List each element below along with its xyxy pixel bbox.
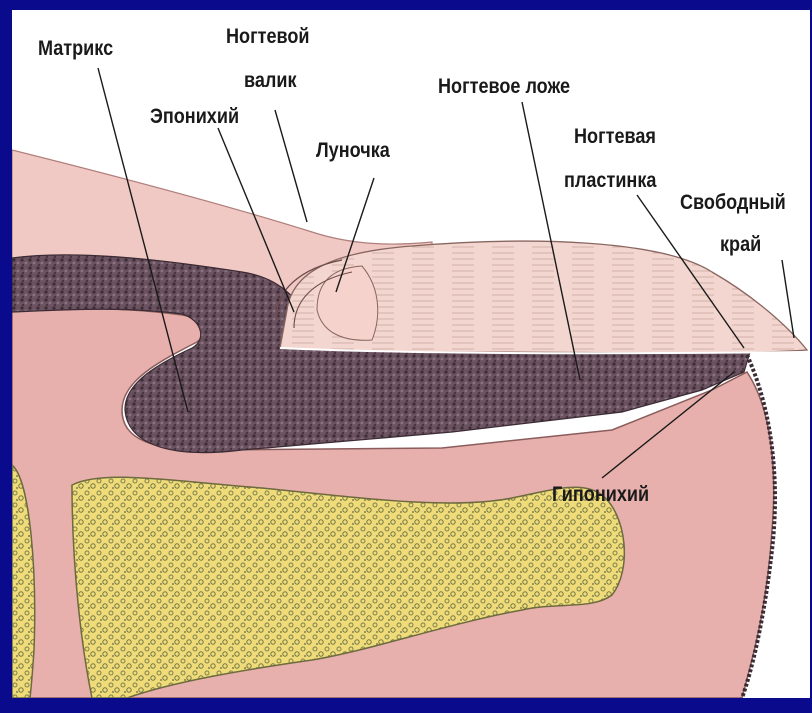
label-nail-plate-line1: Ногтевая <box>574 124 656 150</box>
label-nail-bed: Ногтевое ложе <box>438 74 570 100</box>
label-matrix: Матрикс <box>38 36 113 62</box>
leader-nail-fold <box>275 110 307 222</box>
label-free-edge-line1: Свободный <box>680 190 786 216</box>
label-lunula: Луночка <box>316 138 390 164</box>
label-free-edge-line2: край <box>720 232 761 258</box>
diagram-panel: Матрикс Ногтевой валик Эпонихий Луночка … <box>12 10 810 698</box>
label-nail-plate-line2: пластинка <box>564 168 656 194</box>
label-eponychium: Эпонихий <box>150 104 239 130</box>
label-nail-fold-line1: Ногтевой <box>226 24 309 50</box>
label-nail-fold-line2: валик <box>244 68 297 94</box>
label-hyponychium: Гипонихий <box>552 482 649 508</box>
nail-anatomy-illustration <box>12 10 810 698</box>
